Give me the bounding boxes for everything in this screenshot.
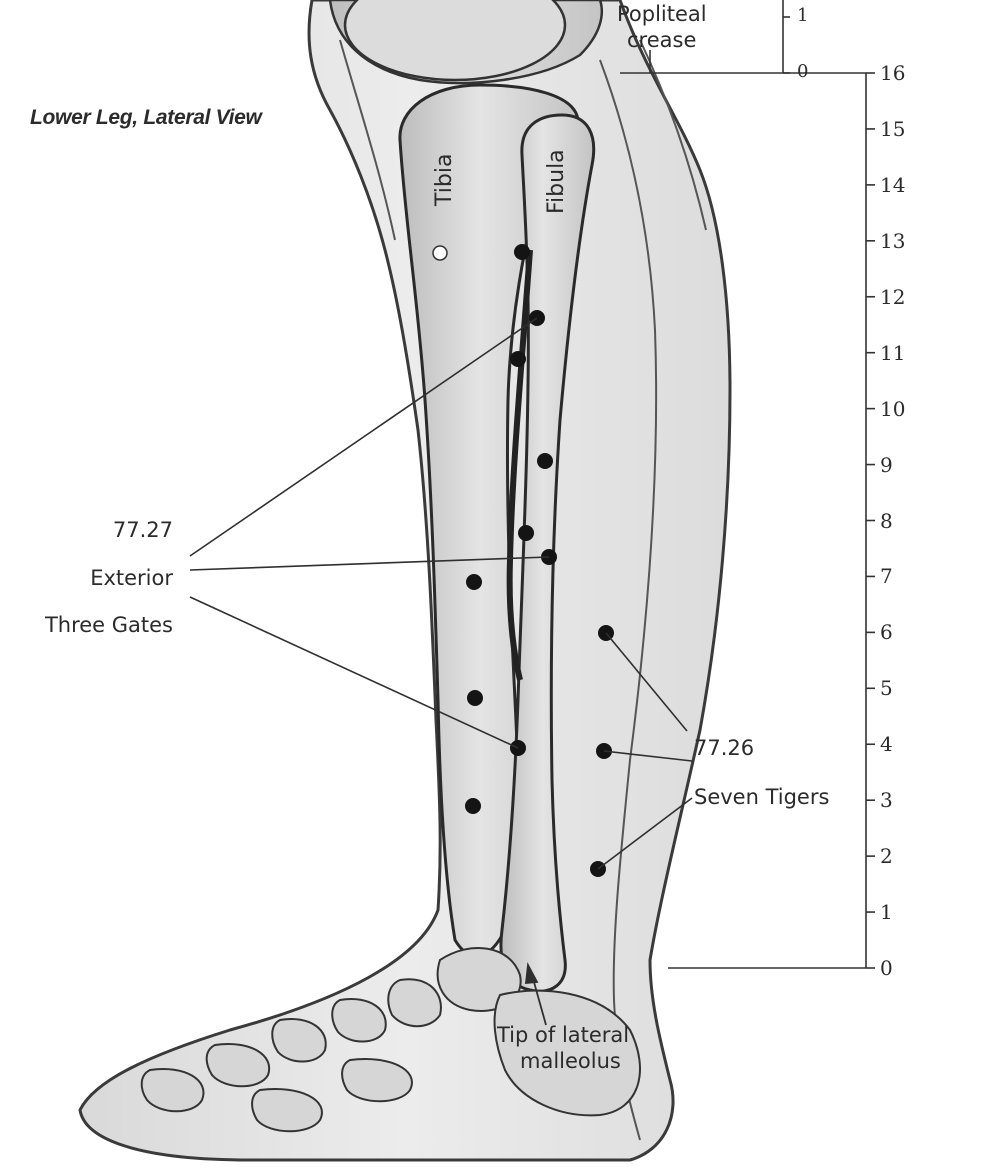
scale-tick-label: 3 [880, 788, 893, 813]
interosseous-line [506, 249, 533, 681]
seven-tigers-code: 77.26 [694, 736, 755, 760]
scale-tick-label: 7 [880, 564, 893, 589]
scale-tick-label: 4 [880, 732, 893, 757]
scale-tick-label: 14 [880, 172, 906, 197]
malleolus-label-line1: Tip of lateral [497, 1023, 630, 1047]
scale-tick-label: 9 [880, 452, 893, 477]
scale-tick-label: 10 [880, 396, 906, 421]
point [518, 525, 534, 541]
point [537, 453, 553, 469]
diagram-title: Lower Leg, Lateral View [30, 106, 262, 129]
point [510, 351, 526, 367]
scale-tick-label: 1 [880, 900, 893, 925]
scale-tick-label: 5 [880, 676, 893, 701]
popliteal-crease-label-line2: crease [627, 28, 697, 52]
scale-bar-upper [620, 0, 826, 74]
seven-tigers-name: Seven Tigers [694, 785, 830, 809]
point [467, 690, 483, 706]
scale-tick-label: 15 [880, 116, 906, 141]
popliteal-crease-label-line1: Popliteal [617, 2, 707, 26]
scale-tick-label: 0 [880, 956, 893, 980]
scale-tick-label: 12 [880, 284, 906, 309]
upper-scale-tick-label: 0 [797, 61, 809, 82]
upper-scale-tick-label: 1 [797, 5, 809, 26]
exterior-three-gates-code: 77.27 [112, 518, 173, 542]
scale-tick-label: 16 [880, 61, 906, 85]
tibia-label: Tibia [432, 153, 457, 206]
malleolus-label-line2: malleolus [520, 1049, 621, 1073]
open-point [432, 245, 448, 261]
fibula-label: Fibula [544, 149, 569, 214]
point [466, 574, 482, 590]
scale-tick-label: 8 [880, 508, 893, 533]
patella [343, 0, 567, 82]
scale-tick-label: 6 [880, 620, 893, 645]
scale-tick-label: 2 [880, 844, 893, 869]
leader-lines [189, 317, 693, 870]
malleolus-arrow [524, 961, 547, 1026]
scale-tick-label: 11 [880, 340, 906, 365]
foot-bones [140, 947, 641, 1133]
scale-tick-label: 13 [880, 228, 906, 253]
scale-ticks-main [866, 72, 875, 969]
point [465, 798, 481, 814]
point [514, 244, 530, 260]
exterior-three-gates-line2: Three Gates [44, 613, 173, 637]
exterior-three-gates-line1: Exterior [90, 566, 173, 590]
